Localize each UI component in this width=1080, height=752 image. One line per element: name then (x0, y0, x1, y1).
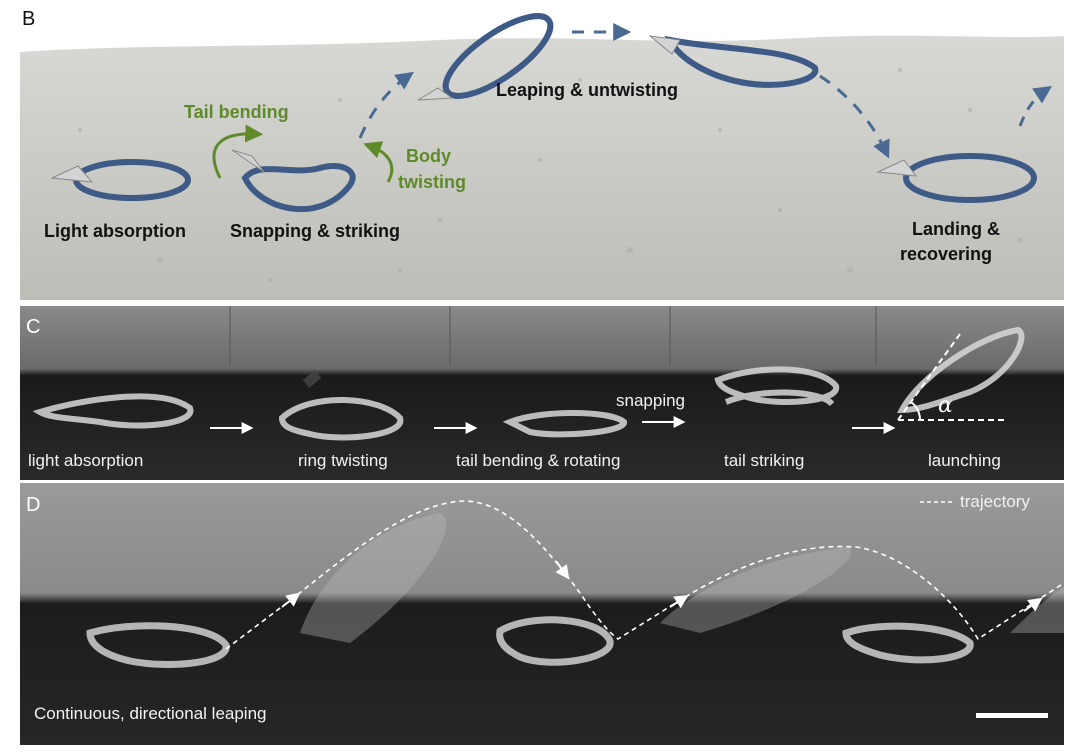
photo-rings (32, 326, 1025, 441)
label-light-absorption: Light absorption (44, 221, 186, 241)
panel-letter-b: B (22, 8, 36, 30)
panel-b-illustration: Light absorption Snapping & striking Tai… (20, 10, 1064, 300)
frame-dividers (229, 306, 877, 366)
panel-c-svg: α light absorption ring twisting tail be… (20, 306, 1064, 480)
panel-d-photo-trajectory: trajectory Continuous, directional leapi… (20, 483, 1064, 745)
sand-terrain (20, 35, 1064, 300)
dashed-arrow-icon (358, 71, 414, 139)
ring-light-absorption (50, 159, 191, 201)
legend-trajectory: trajectory (960, 492, 1030, 511)
dashed-arrow-icon (819, 74, 890, 159)
trajectory-arrow-icon (281, 592, 301, 608)
panel-d-svg: trajectory Continuous, directional leapi… (20, 483, 1064, 745)
curved-arrow-icon (363, 141, 394, 183)
label-leaping-untwisting: Leaping & untwisting (496, 80, 678, 100)
trajectory-arrow-icon (1023, 597, 1043, 612)
trajectory-arrow-icon (669, 594, 689, 609)
label-body: Body (406, 146, 451, 166)
panel-c-photo-sequence: α light absorption ring twisting tail be… (20, 306, 1064, 480)
label-twisting: twisting (398, 172, 466, 192)
sand-pebbles (78, 68, 1023, 282)
trajectory-rings (86, 616, 974, 668)
trajectory-arrow-icon (555, 560, 570, 580)
label-alpha: α (938, 393, 953, 418)
label-launching: launching (928, 451, 1001, 470)
label-snapping-striking: Snapping & striking (230, 221, 400, 241)
label-tail-bending-rotating: tail bending & rotating (456, 451, 620, 470)
angle-marker-icon (897, 333, 1004, 421)
ring-flight (648, 35, 819, 88)
label-snapping: snapping (616, 391, 685, 410)
label-tail-bending: Tail bending (184, 102, 289, 122)
ring-landing-recovering (876, 153, 1037, 203)
label-landing: Landing & (912, 219, 1000, 239)
panel-b-svg: Light absorption Snapping & striking Tai… (20, 13, 1064, 300)
dashed-arrow-icon (1018, 86, 1052, 127)
label-ring-twisting: ring twisting (298, 451, 388, 470)
panel-letter-c: C (26, 316, 41, 338)
panel-d-background (20, 483, 1064, 745)
scale-bar-icon (976, 713, 1048, 718)
label-c-light-absorption: light absorption (28, 451, 143, 470)
ring-leaping-untwisting (417, 13, 554, 101)
ring-snapping-striking (231, 149, 356, 212)
curved-arrow-icon (212, 124, 264, 179)
label-tail-striking: tail striking (724, 451, 804, 470)
caption-continuous-leaping: Continuous, directional leaping (34, 704, 267, 723)
panel-letter-d: D (26, 494, 41, 516)
label-recovering: recovering (900, 244, 992, 264)
panel-c-background (20, 306, 1064, 480)
